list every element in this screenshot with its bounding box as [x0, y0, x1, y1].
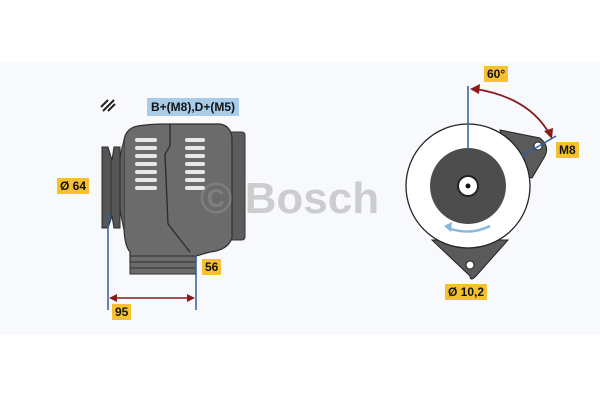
vent-slots-front: [135, 138, 157, 190]
housing: [123, 123, 233, 263]
side-view: [100, 99, 246, 310]
angle-label: 60°: [484, 66, 509, 82]
thread-label: M8: [556, 142, 579, 158]
m8-axis: [521, 135, 557, 157]
length-dimension-arrow: [109, 294, 195, 302]
mount-hole-bottom: [465, 260, 475, 270]
overall-length-label: 95: [112, 304, 132, 320]
mounting-ear-bottom: [430, 239, 510, 280]
bosch-watermark: © Bosch: [200, 174, 380, 223]
hatch-icon: [100, 99, 116, 112]
bore-label: Ø 10,2: [445, 284, 488, 300]
pulley-diameter-label: Ø 64: [57, 178, 90, 194]
angle-arc-arrow: [470, 84, 553, 139]
mounting-foot: [129, 255, 197, 275]
mount-width-label: 56: [202, 259, 222, 275]
front-view: [405, 84, 557, 280]
terminal-label: B+(M8),D+(M5): [147, 98, 240, 116]
housing-seam: [164, 124, 191, 253]
rotation-arrow-icon: [444, 222, 491, 233]
vent-slots-rear: [185, 138, 205, 190]
